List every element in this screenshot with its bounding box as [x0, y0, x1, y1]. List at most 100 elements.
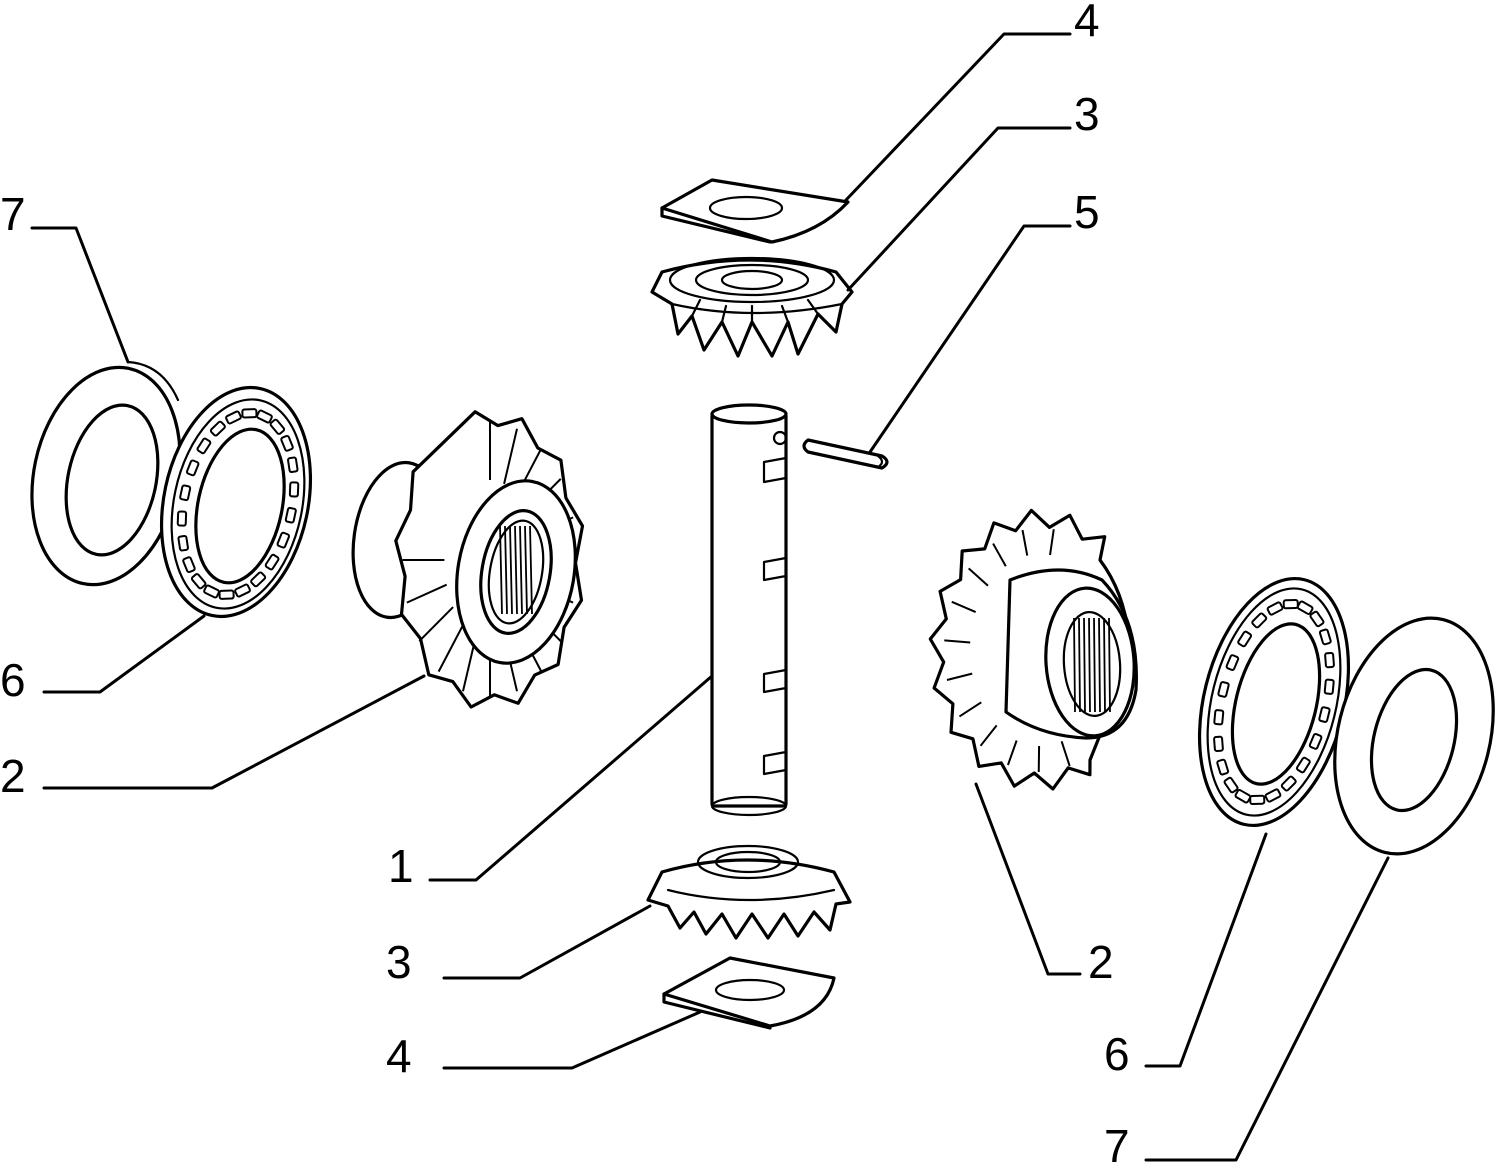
needle-roller — [1251, 612, 1268, 629]
needle-roller — [1280, 775, 1297, 792]
gear-tooth-edge — [406, 583, 448, 604]
leader-4-bottom — [442, 1010, 702, 1070]
needle-roller — [1213, 735, 1224, 753]
callout-7-right: 7 — [1104, 1120, 1130, 1163]
spline-groove — [509, 525, 513, 615]
callout-2-left: 2 — [0, 750, 26, 802]
leader-3-top — [846, 126, 1072, 292]
needle-roller — [287, 456, 299, 474]
needle-roller — [241, 408, 258, 419]
needle-roller — [1217, 681, 1230, 698]
needle-roller — [256, 409, 273, 424]
part-4-bottom-thrust-washer — [662, 956, 836, 1030]
needle-roller — [177, 534, 189, 552]
part-6-left-needle-bearing — [159, 385, 313, 619]
needle-roller — [1309, 610, 1325, 628]
needle-roller — [182, 556, 196, 574]
part-5-roll-pin — [802, 438, 889, 470]
gear-tooth-edge — [944, 639, 971, 644]
spline-groove — [1108, 617, 1111, 713]
part-3-bottom-pinion-gear — [646, 844, 852, 940]
spline-groove — [1073, 617, 1076, 713]
needle-roller — [218, 589, 235, 600]
part-1-pinion-shaft — [710, 403, 788, 817]
needle-roller — [1234, 789, 1252, 804]
leader-2-left — [42, 674, 426, 790]
part-7-left-thrust-ring — [30, 360, 182, 587]
gear-tooth-edge — [1060, 740, 1071, 767]
needle-roller — [1249, 794, 1266, 805]
part-2-left-side-gear — [351, 410, 585, 709]
spline-groove — [1098, 617, 1101, 713]
needle-roller — [276, 531, 291, 549]
gear-tooth-edge — [946, 672, 973, 681]
needle-roller — [1318, 628, 1332, 646]
gear-tooth-edge — [992, 543, 1007, 567]
needle-roller — [288, 481, 300, 498]
right-side-gear-splines — [1073, 617, 1111, 713]
part-6-right-needle-bearing — [1197, 576, 1351, 828]
gear-tooth-edge — [1049, 529, 1055, 556]
gear-tooth-edge — [979, 724, 998, 747]
spline-groove — [1083, 617, 1086, 713]
needle-roller — [185, 459, 200, 477]
needle-roller — [250, 571, 267, 588]
gear-tooth-edge — [958, 701, 982, 718]
needle-roller — [280, 434, 294, 452]
left-bearing-needle-rollers — [176, 408, 300, 600]
needle-roller — [1216, 758, 1230, 776]
needle-roller — [1296, 600, 1314, 615]
needle-roller — [1282, 599, 1299, 610]
spline-groove — [529, 525, 533, 615]
spline-groove — [499, 525, 503, 615]
spline-groove — [519, 525, 523, 615]
gear-tooth-edge — [951, 600, 977, 614]
callout-3-top: 3 — [1074, 88, 1100, 140]
callout-6-left: 6 — [0, 654, 26, 706]
callout-labels: 4 3 5 7 6 2 1 3 4 2 6 7 — [0, 0, 1130, 1163]
needle-roller — [176, 510, 188, 527]
callout-2-right: 2 — [1088, 936, 1114, 988]
needle-roller — [1266, 601, 1284, 616]
leader-5 — [868, 224, 1072, 454]
needle-roller — [264, 553, 280, 571]
callout-6-right: 6 — [1104, 1028, 1130, 1080]
needle-roller — [1223, 776, 1239, 794]
needle-roller — [269, 418, 286, 435]
needle-roller — [234, 583, 251, 598]
spline-groove — [1093, 617, 1096, 713]
leader-4-top — [844, 32, 1072, 202]
part-2-right-side-gear — [928, 508, 1138, 791]
part-7-right-thrust-ring — [1333, 616, 1495, 856]
leader-6-left — [42, 614, 206, 694]
spline-groove — [1103, 617, 1106, 713]
needle-roller — [179, 484, 192, 502]
gear-tooth-edge — [1007, 740, 1018, 766]
part-3-top-pinion-gear — [650, 256, 854, 358]
spline-groove — [504, 525, 508, 615]
leader-2-right — [974, 782, 1082, 976]
needle-roller — [209, 420, 226, 437]
leader-lines — [30, 32, 1390, 1162]
needle-roller — [1237, 630, 1253, 648]
needle-roller — [1213, 709, 1225, 726]
right-bearing-needle-rollers — [1213, 599, 1335, 805]
callout-1: 1 — [388, 840, 414, 892]
needle-roller — [1308, 733, 1323, 750]
gear-tooth-edge — [967, 567, 989, 587]
needle-roller — [1324, 651, 1335, 669]
needle-roller — [284, 506, 297, 524]
gear-tooth-edge — [503, 428, 518, 485]
needle-roller — [1225, 654, 1240, 671]
leader-7-right — [1144, 856, 1390, 1162]
gear-tooth-edge — [418, 606, 454, 642]
part-4-top-thrust-washer — [660, 178, 850, 244]
needle-roller — [1295, 756, 1311, 774]
spline-groove — [524, 525, 528, 615]
gear-tooth-edge — [1021, 529, 1029, 556]
spline-groove — [514, 525, 518, 615]
needle-roller — [190, 573, 207, 590]
leader-1 — [428, 674, 714, 882]
